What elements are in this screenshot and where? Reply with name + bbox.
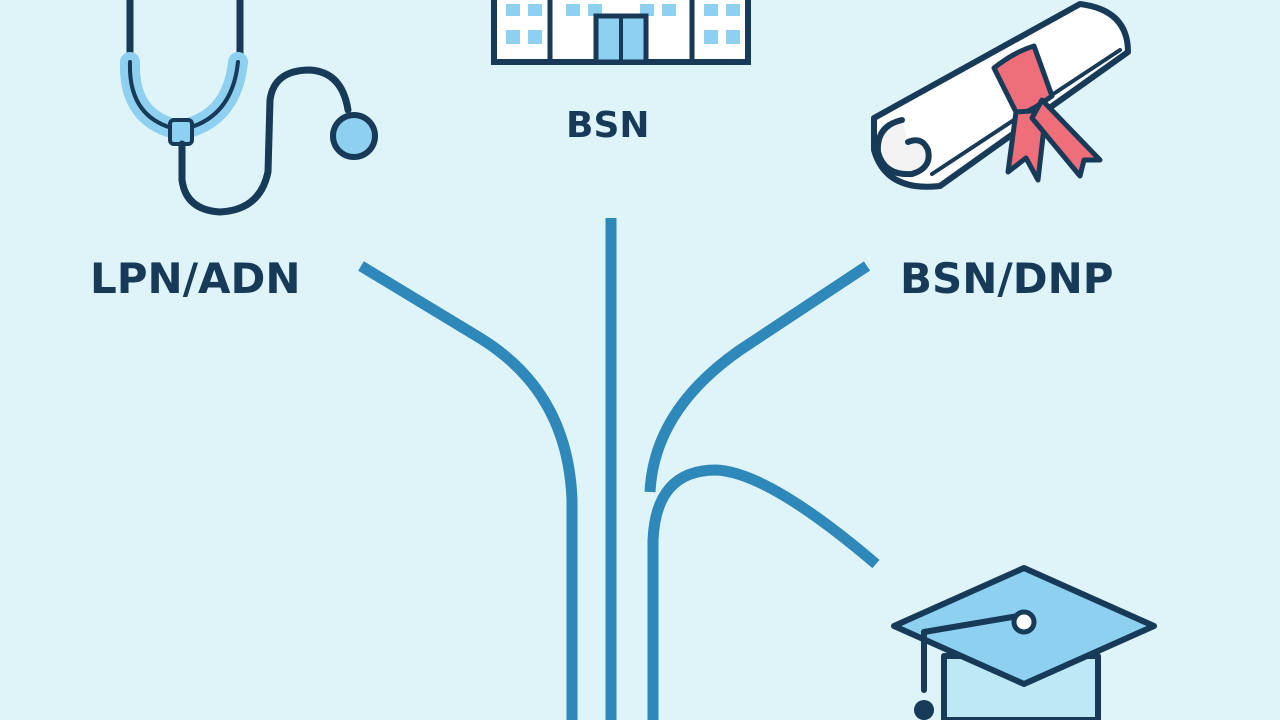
label-bsn-dnp: BSN/DNP xyxy=(900,254,1114,303)
branch-to-lpn-adn xyxy=(358,261,578,720)
branch-to-graduate xyxy=(647,464,880,720)
diploma-scroll-icon xyxy=(871,1,1131,190)
label-bsn: BSN xyxy=(566,105,650,146)
label-lpn-adn: LPN/ADN xyxy=(90,254,301,303)
hospital-building-icon xyxy=(491,0,751,65)
branch-to-bsn-dnp xyxy=(644,261,871,493)
graduation-cap-icon xyxy=(891,565,1157,720)
stethoscope-icon xyxy=(119,0,378,216)
